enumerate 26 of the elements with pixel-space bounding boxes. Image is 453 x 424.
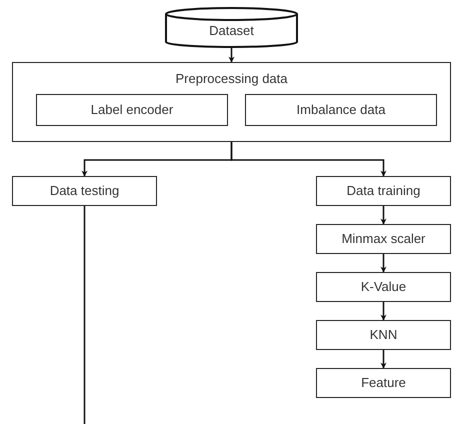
node-label: KNN: [370, 326, 398, 344]
process-box: [316, 224, 451, 254]
arrow: [380, 206, 386, 225]
node-label: Minmax scaler: [342, 230, 426, 248]
process-box: [316, 368, 451, 398]
node-label: Label encoder: [90, 102, 174, 118]
node-label: Preprocessing data: [175, 71, 288, 88]
process-box: [316, 272, 451, 302]
process-box: [316, 176, 451, 206]
process-box: [36, 94, 228, 126]
arrow: [230, 142, 386, 177]
arrow: [228, 48, 234, 63]
node-label: Feature: [361, 374, 406, 392]
node-label: K-Value: [360, 278, 406, 296]
process-box: [12, 176, 157, 206]
process-box: [245, 94, 437, 126]
arrow: [380, 302, 386, 321]
arrow: [380, 350, 386, 369]
group-box: [12, 62, 451, 142]
node-label: Data training: [346, 182, 420, 200]
database-cylinder: [164, 6, 299, 48]
node-label: Dataset: [209, 22, 254, 40]
node-label: Imbalance data: [296, 102, 386, 118]
process-box: [316, 320, 451, 350]
arrow: [380, 254, 386, 273]
node-label: Data testing: [50, 182, 120, 200]
